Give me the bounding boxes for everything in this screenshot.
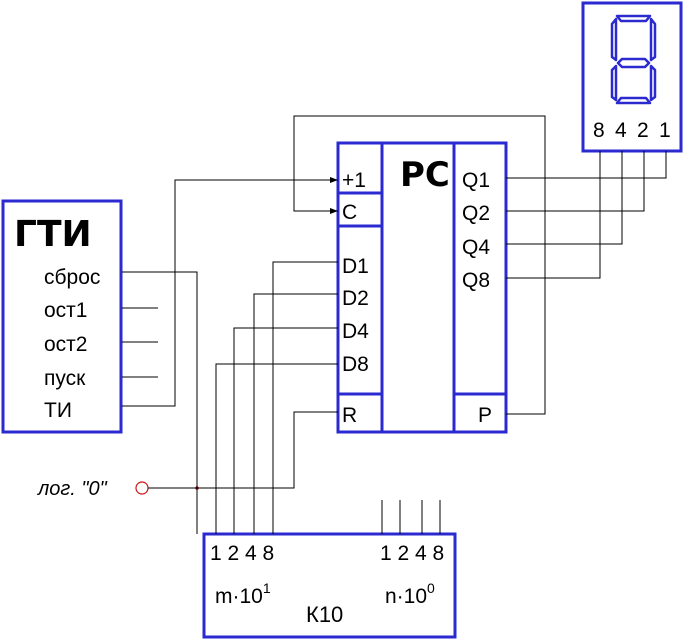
rc-input-clock: C — [342, 201, 357, 224]
rc-output-q4: Q4 — [462, 236, 490, 259]
wire-q4-to-display — [506, 151, 623, 245]
seven-segment-display: 8 4 2 1 — [581, 1, 683, 153]
k10-block: 1 2 4 8 1 2 4 8 m·101 n·100 К10 — [202, 532, 457, 639]
segment-c — [649, 64, 657, 102]
wiring — [122, 115, 667, 534]
display-weight-4: 4 — [615, 119, 627, 142]
rc-register-block: РС +1 C D1 D2 D4 D8 R Q1 Q2 Q4 Q8 P — [336, 141, 508, 434]
gti-pin-reset: сброс — [44, 266, 100, 289]
rc-input-inc: +1 — [342, 169, 366, 192]
wire-carry-to-clock — [293, 115, 546, 415]
gti-pin-start: пуск — [44, 367, 86, 390]
segment-digit-8 — [610, 14, 657, 105]
wire-k10-to-d2 — [253, 293, 338, 534]
wire-k10-to-d8 — [215, 363, 338, 534]
k10-left-scale: m·101 — [215, 580, 271, 608]
gti-outline — [1, 199, 123, 434]
segment-g — [616, 57, 651, 69]
k10-outline — [202, 532, 457, 639]
wire-q2-to-display — [506, 151, 645, 212]
rc-outline — [336, 141, 508, 434]
rc-input-d2: D2 — [342, 287, 369, 310]
gti-title: ГТИ — [14, 214, 92, 255]
wire-k10-to-d1 — [272, 261, 338, 534]
wire-q1-to-display — [506, 151, 667, 179]
k10-title: К10 — [306, 602, 343, 627]
rc-input-d1: D1 — [342, 255, 369, 278]
gti-block: ГТИ сброс ост1 ост2 пуск ТИ — [1, 199, 123, 434]
segment-d — [615, 96, 652, 105]
gti-pin-ost2: ост2 — [44, 333, 87, 356]
gti-pin-ti: ТИ — [44, 399, 72, 422]
display-outline — [581, 1, 683, 153]
rc-input-reset: R — [342, 404, 357, 427]
rc-output-q2: Q2 — [462, 202, 490, 225]
segment-e — [610, 64, 618, 102]
segment-f — [610, 17, 618, 62]
k10-right-scale: n·100 — [385, 580, 435, 608]
rc-input-d4: D4 — [342, 320, 369, 343]
logic-zero-source: лог. "0" — [37, 478, 199, 500]
k10-left-weights: 1 2 4 8 — [210, 542, 274, 565]
logic-zero-label: лог. "0" — [37, 478, 108, 500]
display-weight-8: 8 — [593, 119, 605, 142]
rc-title: РС — [400, 155, 450, 195]
display-weight-1: 1 — [659, 119, 671, 142]
wire-k10-to-d4 — [233, 327, 338, 534]
wire-logic-zero-to-r — [148, 411, 338, 489]
arrow-inc-input — [330, 177, 338, 183]
rc-output-q8: Q8 — [462, 269, 490, 292]
arrow-clock-input — [330, 208, 338, 214]
wire-ti-to-inc — [122, 179, 338, 407]
logic-zero-terminal — [135, 481, 149, 495]
rc-output-carry: P — [478, 404, 492, 427]
k10-right-weights: 1 2 4 8 — [380, 542, 444, 565]
rc-output-q1: Q1 — [462, 169, 490, 192]
gti-pin-ost1: ост1 — [44, 299, 87, 322]
segment-b — [649, 17, 657, 62]
wire-reset-line — [122, 271, 198, 534]
segment-a — [615, 14, 652, 23]
wire-q8-to-display — [506, 151, 601, 279]
rc-input-d8: D8 — [342, 353, 369, 376]
display-weight-2: 2 — [637, 119, 649, 142]
